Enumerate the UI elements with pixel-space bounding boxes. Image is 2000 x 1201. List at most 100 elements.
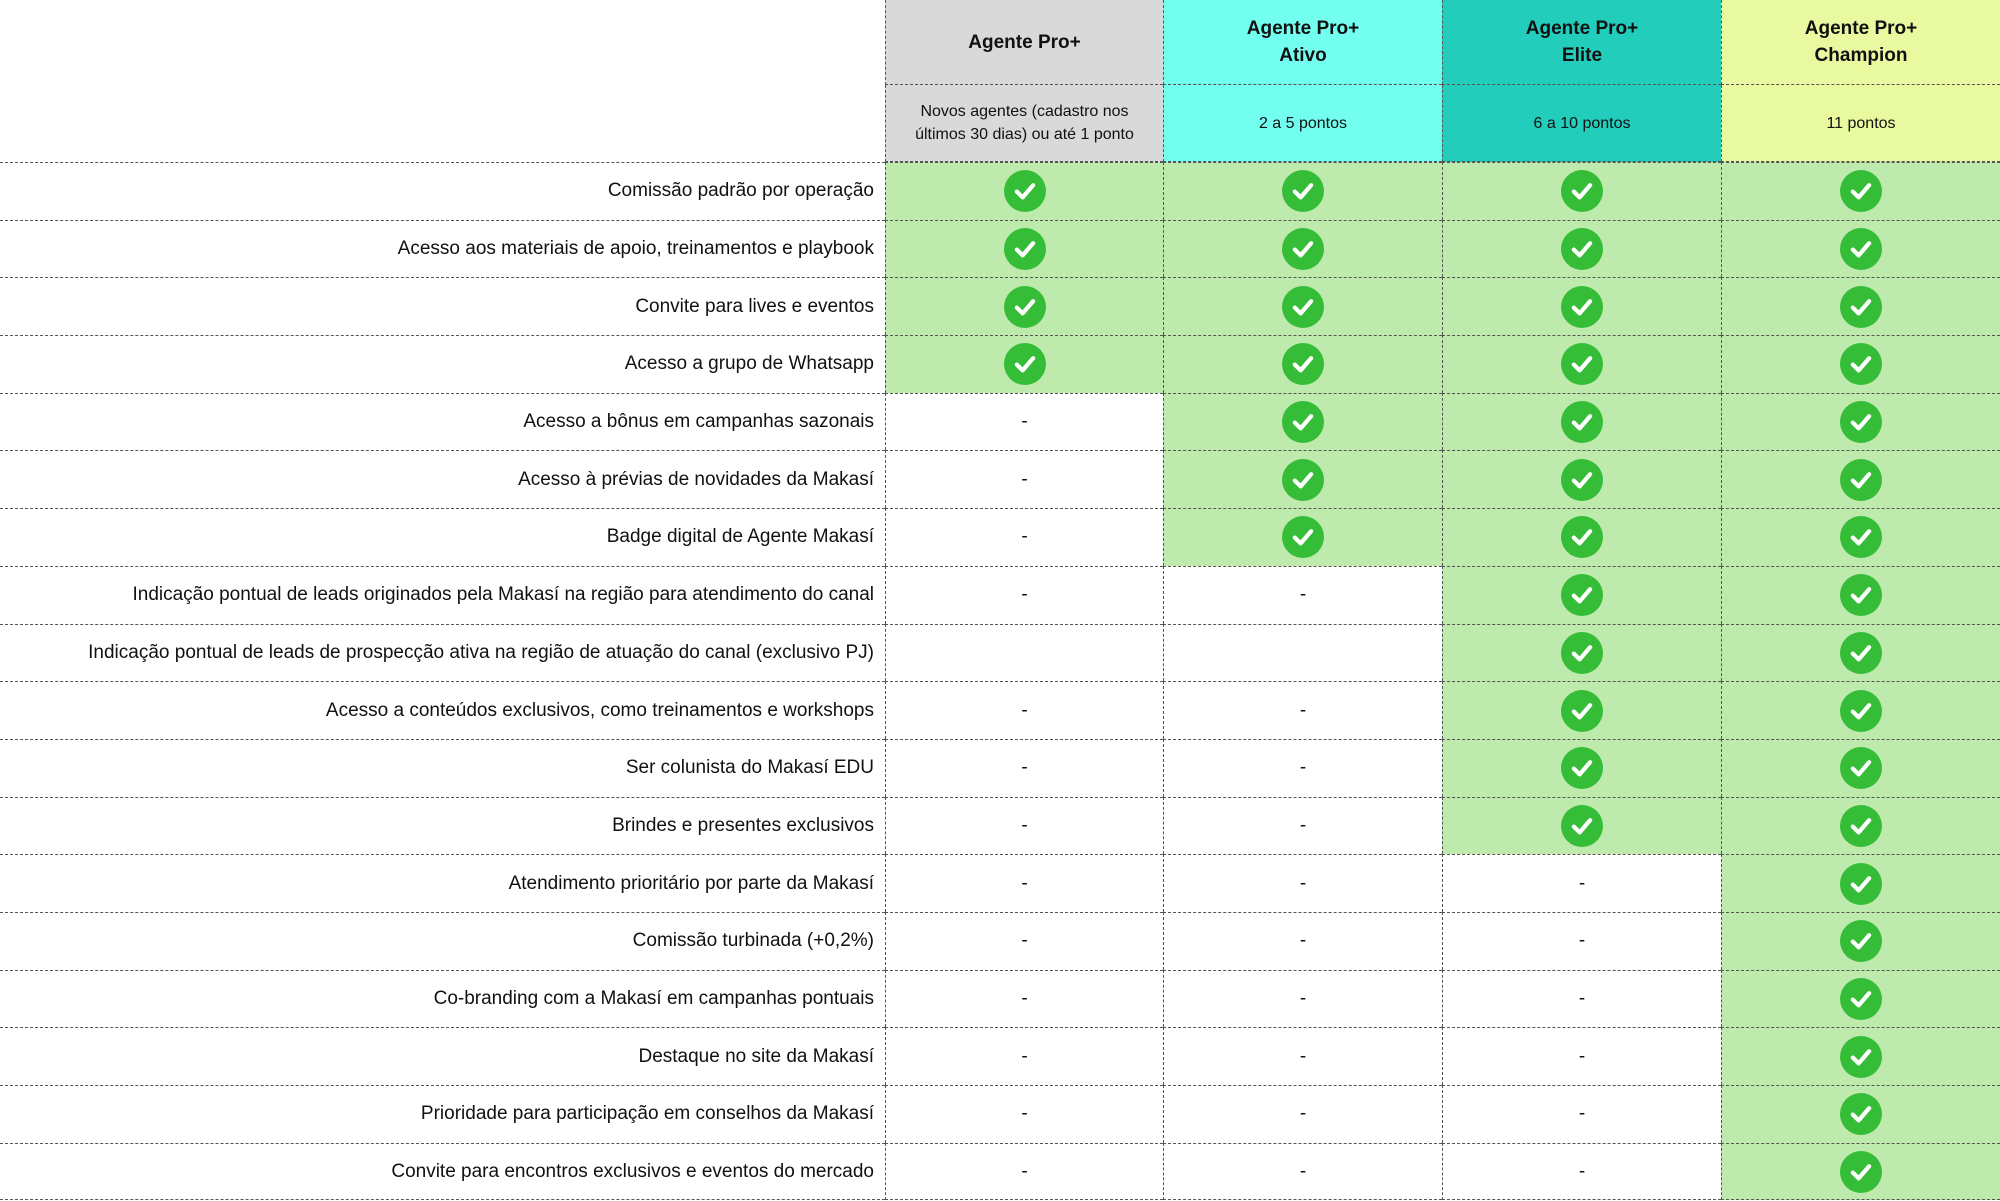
table-corner	[0, 0, 885, 162]
feature-label: Acesso à prévias de novidades da Makasí	[0, 450, 885, 508]
feature-cell: -	[1163, 969, 1442, 1028]
feature-cell	[1442, 277, 1721, 336]
check-circle-icon	[1282, 170, 1324, 213]
feature-cell: -	[1442, 854, 1721, 912]
not-included-mark: -	[1021, 411, 1028, 433]
feature-label: Atendimento prioritário por parte da Mak…	[0, 854, 885, 912]
check-circle-icon	[1840, 631, 1882, 674]
feature-cell: -	[885, 969, 1163, 1028]
not-included-mark: -	[1021, 814, 1028, 836]
feature-cell: -	[885, 565, 1163, 624]
check-circle-icon	[1561, 574, 1603, 617]
check-circle-icon	[1282, 228, 1324, 271]
feature-cell: -	[885, 1142, 1163, 1201]
feature-cell	[1721, 1027, 2000, 1085]
not-included-mark: -	[1299, 987, 1307, 1009]
tier-header-2: Agente Pro+ Elite	[1442, 0, 1721, 85]
feature-cell	[1163, 623, 1442, 682]
feature-cell: -	[885, 1027, 1163, 1085]
check-circle-icon	[1840, 977, 1882, 1020]
feature-cell: -	[1442, 911, 1721, 970]
feature-cell: -	[1163, 738, 1442, 797]
not-included-mark: -	[1021, 1045, 1028, 1067]
not-included-mark: -	[1299, 699, 1307, 721]
feature-cell: -	[1442, 1085, 1721, 1143]
not-included-mark: -	[1021, 584, 1028, 606]
check-circle-icon	[1840, 804, 1882, 847]
check-circle-icon	[1561, 747, 1603, 790]
tier-header-1: Agente Pro+ Ativo	[1163, 0, 1442, 85]
check-circle-icon	[1561, 170, 1603, 213]
check-circle-icon	[1003, 170, 1046, 213]
check-circle-icon	[1840, 574, 1882, 617]
not-included-mark: -	[1021, 1103, 1028, 1125]
not-included-mark: -	[1299, 872, 1307, 894]
feature-cell: -	[1163, 1027, 1442, 1085]
feature-cell	[1163, 335, 1442, 393]
check-circle-icon	[1003, 285, 1046, 328]
tier-requirement-2: 6 a 10 pontos	[1442, 85, 1721, 162]
check-circle-icon	[1561, 458, 1603, 501]
check-circle-icon	[1840, 228, 1882, 271]
feature-cell	[1163, 392, 1442, 451]
feature-cell: -	[885, 508, 1163, 566]
check-circle-icon	[1561, 285, 1603, 328]
check-circle-icon	[1840, 747, 1882, 790]
check-circle-icon	[1840, 458, 1882, 501]
feature-cell: -	[1442, 1142, 1721, 1201]
feature-label: Badge digital de Agente Makasí	[0, 508, 885, 566]
feature-cell	[1721, 450, 2000, 509]
feature-cell	[1442, 219, 1721, 278]
feature-label: Indicação pontual de leads de prospecção…	[0, 623, 885, 682]
feature-cell	[1721, 162, 2000, 220]
feature-cell	[1721, 911, 2000, 970]
not-included-mark: -	[1578, 1103, 1586, 1125]
feature-cell	[885, 623, 1163, 682]
check-circle-icon	[1840, 920, 1882, 963]
feature-cell	[1163, 219, 1442, 278]
not-included-mark: -	[1578, 1045, 1586, 1067]
tier-requirement-1: 2 a 5 pontos	[1163, 85, 1442, 162]
feature-cell	[1442, 623, 1721, 682]
feature-cell: -	[1163, 854, 1442, 912]
feature-cell: -	[885, 392, 1163, 451]
not-included-mark: -	[1299, 930, 1307, 952]
feature-label: Prioridade para participação em conselho…	[0, 1085, 885, 1143]
check-circle-icon	[1561, 631, 1603, 674]
feature-label: Brindes e presentes exclusivos	[0, 796, 885, 855]
feature-cell	[1442, 565, 1721, 624]
feature-cell	[1721, 1085, 2000, 1143]
check-circle-icon	[1840, 1035, 1882, 1078]
not-included-mark: -	[1021, 872, 1028, 894]
feature-cell	[885, 277, 1163, 336]
feature-cell	[1163, 277, 1442, 336]
check-circle-icon	[1282, 458, 1324, 501]
feature-cell: -	[1163, 1085, 1442, 1143]
check-circle-icon	[1561, 401, 1603, 444]
check-circle-icon	[1003, 343, 1046, 386]
feature-cell	[1442, 796, 1721, 855]
not-included-mark: -	[1021, 987, 1028, 1009]
feature-cell: -	[1163, 681, 1442, 739]
check-circle-icon	[1561, 228, 1603, 271]
not-included-mark: -	[1299, 1160, 1307, 1182]
feature-label: Acesso a grupo de Whatsapp	[0, 335, 885, 393]
not-included-mark: -	[1021, 757, 1028, 779]
check-circle-icon	[1003, 228, 1046, 271]
feature-cell	[1442, 738, 1721, 797]
feature-cell: -	[885, 450, 1163, 509]
feature-cell: -	[885, 681, 1163, 739]
not-included-mark: -	[1578, 872, 1586, 894]
feature-cell: -	[1163, 565, 1442, 624]
feature-cell	[1442, 162, 1721, 220]
not-included-mark: -	[1578, 987, 1586, 1009]
check-circle-icon	[1282, 516, 1324, 559]
feature-cell	[1721, 508, 2000, 566]
check-circle-icon	[1840, 1150, 1882, 1193]
not-included-mark: -	[1021, 930, 1028, 952]
not-included-mark: -	[1021, 526, 1028, 548]
feature-cell	[1721, 219, 2000, 278]
feature-cell	[1442, 681, 1721, 739]
feature-cell: -	[885, 796, 1163, 855]
